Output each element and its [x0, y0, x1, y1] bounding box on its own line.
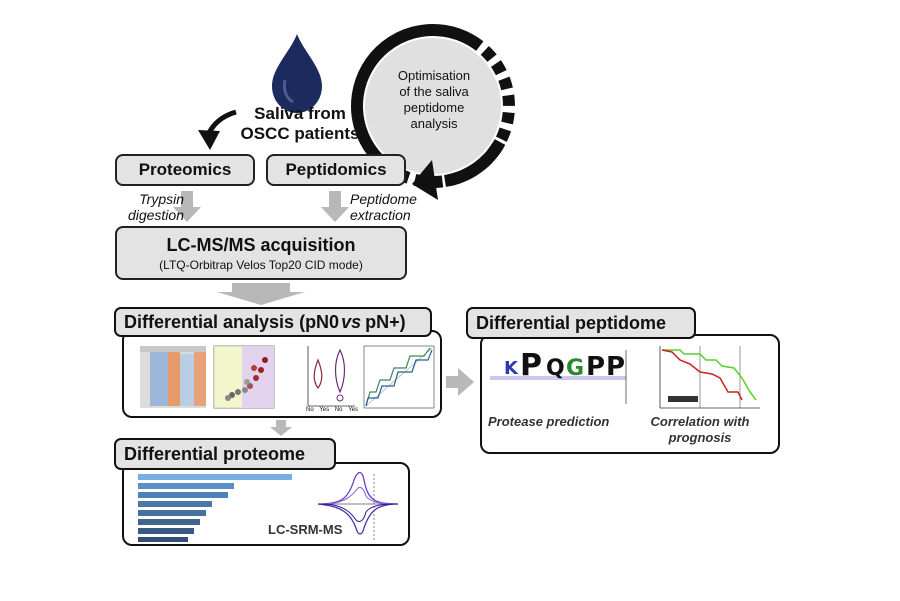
optimisation-label: Optimisation of the saliva peptidome ana… — [397, 68, 471, 131]
protease-prediction-label: Protease prediction — [488, 414, 610, 429]
differential-analysis-header: Differential analysis (pN0 vs pN+) — [114, 307, 432, 337]
differential-proteome-header: Differential proteome — [114, 438, 336, 470]
differential-peptidome-panel — [480, 334, 780, 454]
lcms-title: LC-MS/MS acquisition — [166, 234, 356, 255]
saliva-source-label: Saliva from OSCC patients — [240, 104, 360, 143]
peptidomics-box: Peptidomics — [266, 154, 406, 186]
differential-peptidome-header: Differential peptidome — [466, 307, 696, 339]
lc-srm-ms-label: LC-SRM-MS — [268, 522, 343, 537]
lcms-acquisition-box: LC-MS/MS acquisition (LTQ-Orbitrap Velos… — [115, 226, 407, 280]
sequence-logo-letters: K P Q G P P — [504, 348, 626, 383]
lcms-subtitle: (LTQ-Orbitrap Velos Top20 CID mode) — [159, 257, 363, 272]
proteomics-box: Proteomics — [115, 154, 255, 186]
